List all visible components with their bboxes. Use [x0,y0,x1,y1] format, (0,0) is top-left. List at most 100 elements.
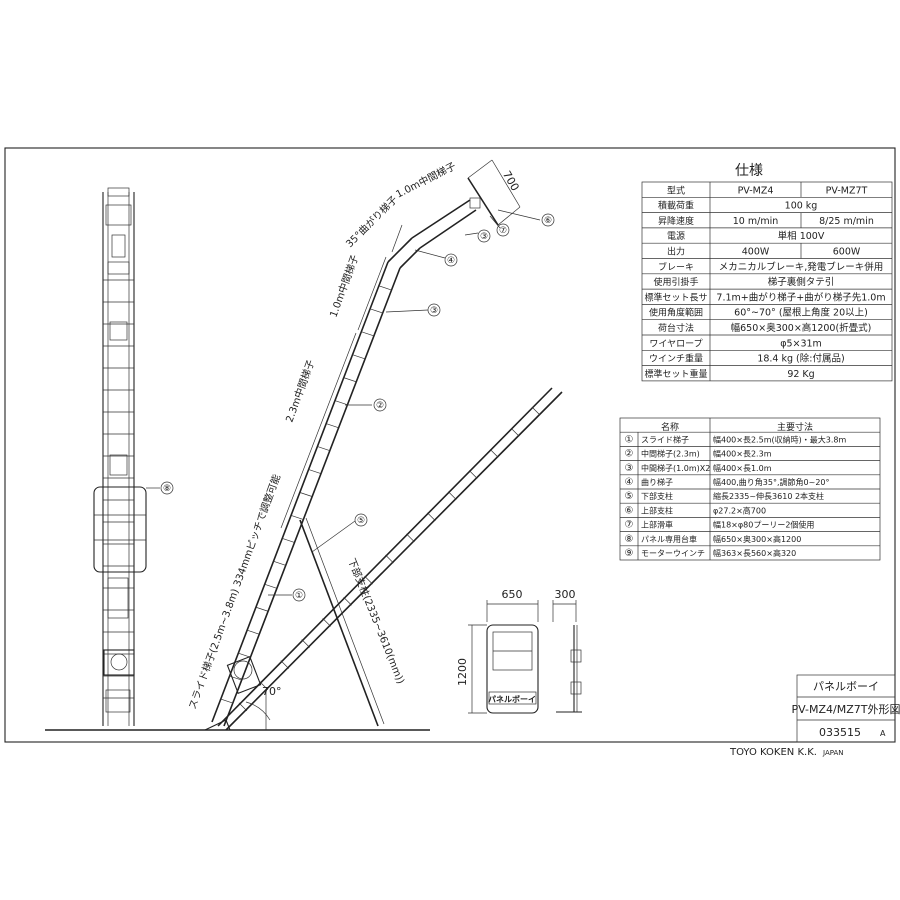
spec-row-value: 7.1m+曲がり梯子+曲がり梯子先1.0m [716,291,885,303]
upper-support [467,177,499,226]
title-block: パネルボーイ PV-MZ4/MZ7T外形図 033515 A TOYO KOKE… [729,674,900,758]
angle-label: 70° [262,685,282,698]
winch-side [103,649,135,676]
parts-row-name: 中間梯子(1.0m)X2 [641,463,710,473]
angle-arc [245,701,271,721]
parts-row-number: ⑨ [625,548,634,559]
spec-row-value-mz4: PV-MZ4 [738,185,774,196]
parts-row-number: ③ [625,463,634,474]
cart-side-view: 300 [552,588,582,713]
spec-row-label: 型式 [667,184,685,196]
spec-row-value-mz7t: 600W [833,247,861,258]
spec-row-label: ワイヤロープ [649,338,702,349]
parts-row-name: モーターウインチ [641,549,705,558]
callout-5: ⑤ [357,516,365,526]
parts-row-number: ⑦ [625,520,634,531]
parts-row-dims: 幅650×奥300×高1200 [713,534,801,544]
product-name: パネルボーイ [813,680,879,693]
spec-row-value-mz4: 400W [742,247,770,258]
parts-row-number: ⑧ [625,534,634,545]
top-ladder-label: 1.0m中間梯子 [393,159,457,200]
cart-width-label: 650 [502,588,523,601]
callout-leaders [146,209,541,596]
parts-row-dims: φ27.2×高700 [713,505,766,515]
spec-row-label: 標準セット重量 [644,368,707,380]
spec-row-label: 昇降速度 [658,215,694,227]
callout-2: ② [376,401,384,411]
spec-row-value: メカニカルブレーキ,発電ブレーキ併用 [719,261,884,273]
spec-row-value: 18.4 kg (除:付属品) [757,353,844,365]
spec-row-label: 電源 [667,231,685,242]
spec-row-label: ウインチ重量 [649,353,703,365]
company-name: TOYO KOKEN K.K. [729,747,817,758]
drawing-number: 033515 [819,726,861,739]
spec-row-value: 幅650×奥300×高1200(折畳式) [731,322,872,334]
spec-row-value-mz4: 10 m/min [733,216,778,227]
inclined-ladder [204,177,499,731]
parts-header-dims: 主要寸法 [777,421,813,433]
spec-row-value: 60°~70° (屋根上角度 20以上) [734,307,868,319]
revision-mark: A [880,729,886,738]
parts-row-name: 上部支柱 [641,505,673,515]
parts-row-dims: 幅400×長2.5m(収納時)・最大3.8m [713,434,846,444]
parts-row-dims: 幅400×長2.3m [713,449,772,459]
dim-700-label: 700 [500,169,522,194]
drawing-title: PV-MZ4/MZ7T外形図 [792,703,900,716]
mid-ladder-23-label: 2.3m中間梯子 [283,358,318,424]
cart-on-ladder [93,486,147,573]
callout-3b: ③ [480,232,488,242]
callout-6: ⑥ [544,216,552,226]
spec-row-label: 出力 [667,246,685,258]
parts-row-name: 中間梯子(2.3m) [641,449,700,459]
cart-height-label: 1200 [456,658,469,686]
parts-row-number: ⑥ [625,505,634,516]
spec-row-label: ブレーキ [658,261,694,273]
vertical-ladder [93,187,147,726]
callout-7: ⑦ [499,226,507,236]
mid-ladder-1m-label: 1.0m中間梯子 [327,253,362,319]
spec-row-label: 積載荷重 [658,200,694,212]
spec-row-value-mz7t: 8/25 m/min [819,216,874,227]
parts-row-name: 下部支柱 [641,491,673,501]
spec-row-value-mz7t: PV-MZ7T [826,185,868,196]
parts-row-dims: 幅400,曲り角35°,調節角0~20° [713,477,830,487]
parts-table: 名称 主要寸法 ① スライド梯子 幅400×長2.5m(収納時)・最大3.8m ② 中間… [619,417,881,561]
roof-ladder [217,387,563,731]
parts-row-number: ⑤ [625,491,634,502]
winch-on-ladder [226,655,262,695]
spec-table-title: 仕様 [735,163,763,179]
spec-row-label: 標準セット長サ [644,291,707,303]
parts-row-number: ② [625,449,634,460]
parts-row-dims: 幅363×長560×高320 [713,548,796,558]
spec-row-label: 使用引掛手 [653,276,698,288]
company-country: JAPAN [822,749,844,757]
callout-8: ⑧ [163,484,171,494]
parts-row-name: パネル専用台車 [641,534,697,544]
parts-header-name: 名称 [661,421,679,433]
spec-row-label: 使用角度範囲 [649,307,703,319]
callout-3a: ③ [430,306,438,316]
spec-row-value: 梯子裏側タテ引 [768,276,835,288]
parts-row-number: ④ [625,477,634,488]
parts-row-name: 曲り梯子 [641,477,673,487]
callout-circles [160,213,555,602]
parts-row-name: 上部滑車 [641,520,673,530]
callout-1: ① [295,591,303,601]
spec-row-label: 荷台寸法 [658,322,694,334]
parts-row-dims: 縮長2335~伸長3610 2本支柱 [713,491,824,501]
spec-table: 仕様 型式 PV-MZ4 PV-MZ7T 積載荷重 100 kg 昇降速度 10 m/min… [641,163,893,382]
spec-row-value: φ5×31m [780,338,822,349]
parts-row-name: スライド梯子 [641,434,689,444]
bend-ladder-label: 35°曲がり梯子 [343,193,400,250]
cart-logo: パネルボーイ [488,694,536,704]
callout-4: ④ [447,256,455,266]
cart-front-view: 650 パネルボーイ 1200 [456,588,539,714]
parts-row-number: ① [625,434,634,445]
parts-row-dims: 幅18×φ80プーリー2個使用 [713,520,814,530]
spec-row-value: 単相 100V [778,230,825,242]
spec-row-value: 100 kg [785,201,818,212]
parts-row-dims: 幅400×長1.0m [713,463,772,473]
cart-depth-label: 300 [555,588,576,601]
spec-row-value: 92 Kg [787,369,814,380]
